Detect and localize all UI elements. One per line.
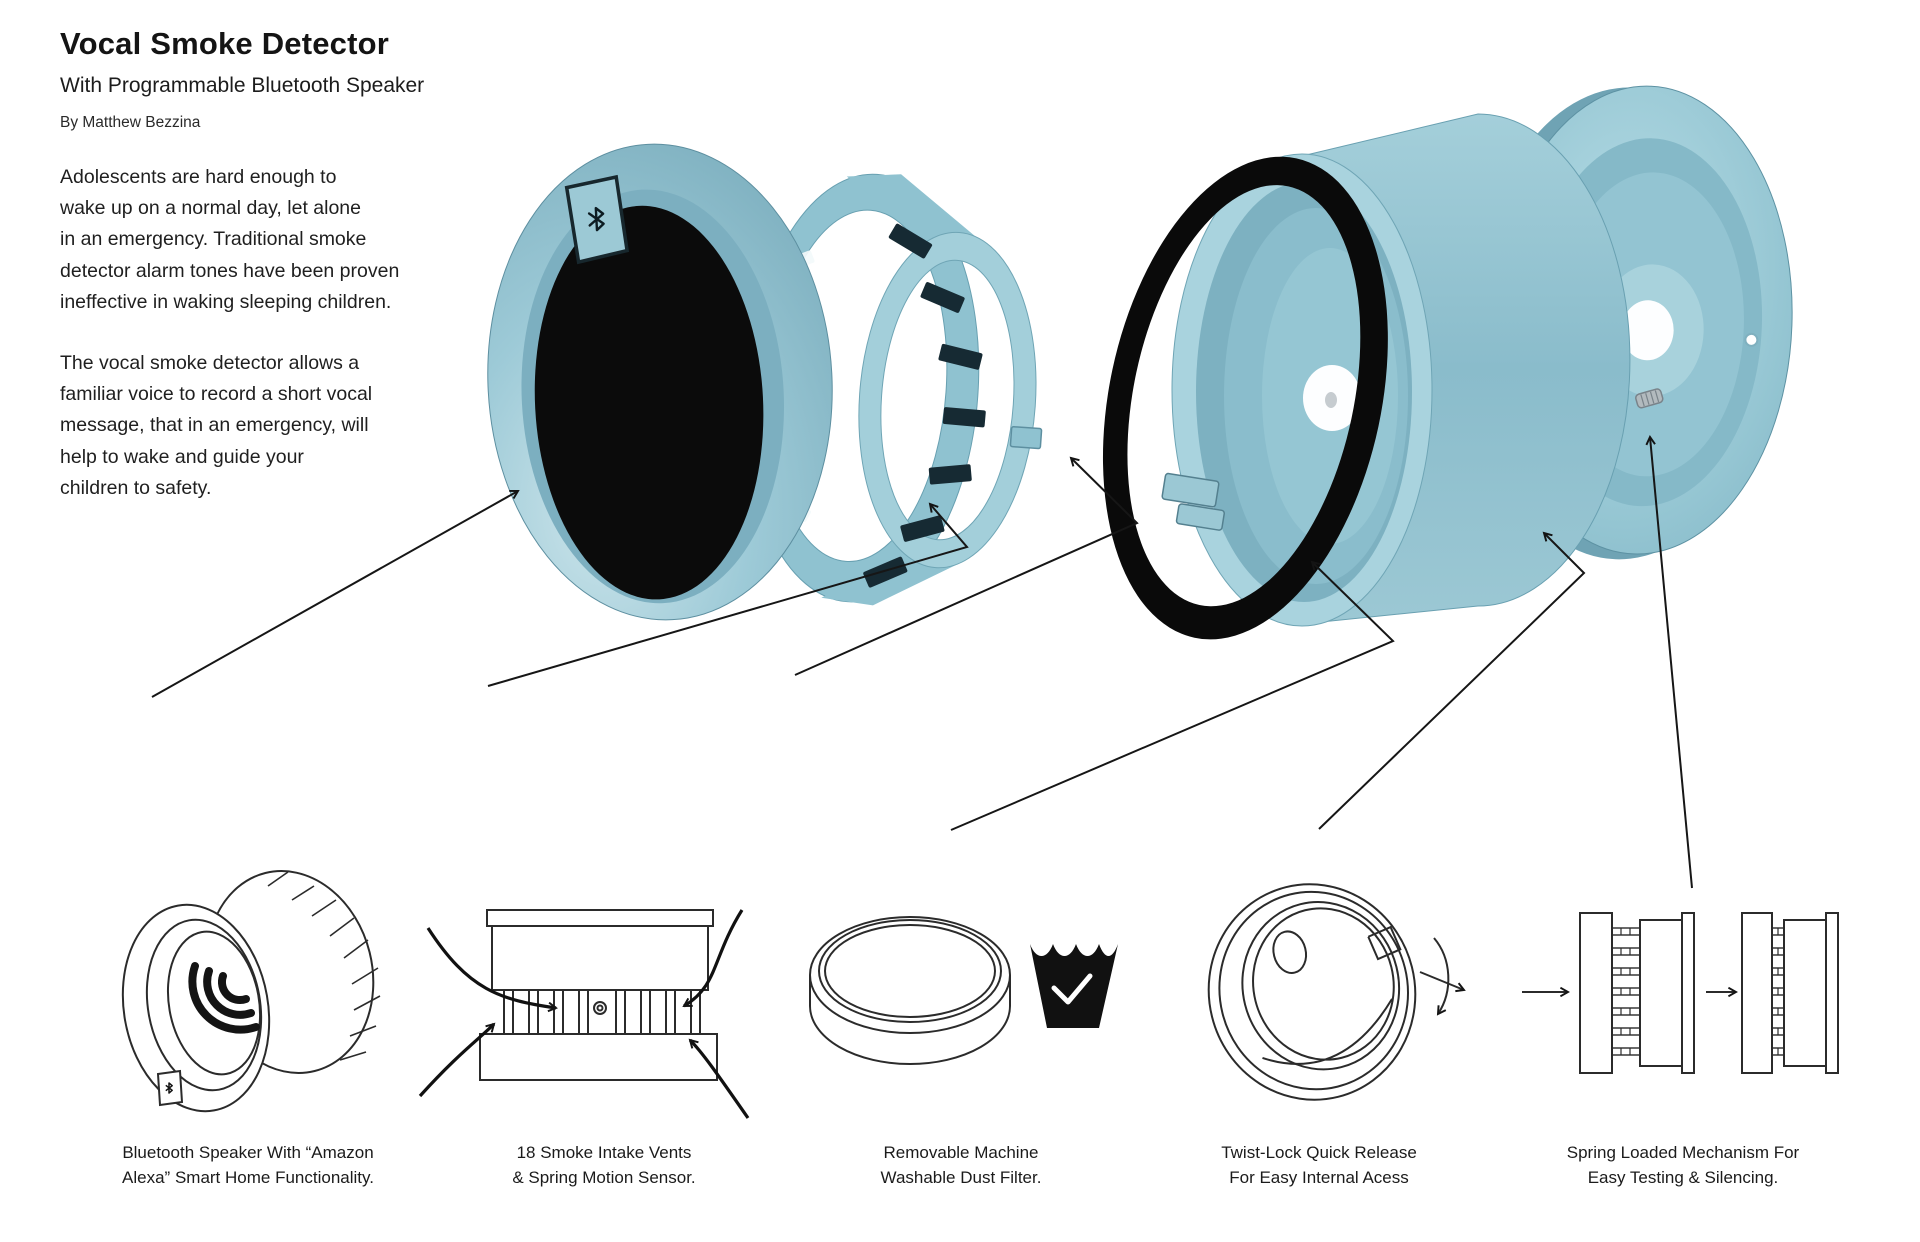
machine-washable-icon	[1030, 944, 1118, 1028]
page-title: Vocal Smoke Detector	[60, 26, 390, 61]
page-subtitle: With Programmable Bluetooth Speaker	[60, 74, 425, 97]
intro-paragraph-2: The vocal smoke detector allows a famili…	[60, 351, 373, 499]
caption-dust-filter: Removable Machine Washable Dust Filter.	[880, 1143, 1042, 1187]
speaker-vent-ribs	[267, 871, 381, 1061]
caption-smoke-vents: 18 Smoke Intake Vents & Spring Motion Se…	[512, 1143, 696, 1187]
illustration-twist-lock	[1207, 883, 1466, 1101]
spring-diagram-extended	[1579, 912, 1695, 1074]
caption-twist-lock: Twist-Lock Quick Release For Easy Intern…	[1221, 1143, 1417, 1187]
vent-posts	[503, 989, 701, 1035]
intro-paragraph-1: Adolescents are hard enough to wake up o…	[60, 166, 400, 313]
intro-text-block: Vocal Smoke Detector With Programmable B…	[60, 26, 520, 534]
sound-wave-arcs	[188, 962, 260, 1034]
part-front-bezel	[487, 143, 833, 621]
arrow-to-filter-ring	[794, 456, 1139, 676]
plate-center-hole	[1621, 300, 1674, 361]
vent-slots	[863, 223, 986, 588]
bluetooth-icon	[587, 206, 605, 232]
plate-mount-hole	[1744, 332, 1759, 347]
spring-diagram-compressed	[1741, 912, 1839, 1074]
arrow-to-body-lock	[1318, 531, 1586, 830]
spring-screw-icon	[1635, 388, 1664, 409]
illustration-dust-filter	[809, 916, 1118, 1065]
illustration-bluetooth-speaker	[121, 870, 381, 1113]
twist-lock-tab	[1161, 472, 1225, 531]
lock-hole	[1272, 930, 1308, 974]
caption-bluetooth-speaker: Bluetooth Speaker With “Amazon Alexa” Sm…	[122, 1143, 374, 1187]
author-byline: By Matthew Bezzina	[60, 114, 201, 131]
part-dust-filter-ring	[1102, 156, 1388, 640]
illustration-spring-mechanism	[1522, 912, 1839, 1074]
arrow-to-vent-ring	[487, 502, 969, 687]
arrow-to-back-screw	[1645, 435, 1693, 889]
speaker-face	[534, 205, 764, 600]
caption-spring-mechanism: Spring Loaded Mechanism For Easy Testing…	[1566, 1143, 1800, 1187]
lock-notch	[1367, 925, 1402, 961]
arrow-to-front-bezel	[151, 489, 520, 698]
twist-arrows	[1419, 937, 1466, 1016]
leader-arrows	[151, 435, 1693, 889]
bluetooth-icon-small	[165, 1082, 173, 1094]
arrow-to-main-body	[950, 560, 1395, 831]
smoke-flow-lines	[418, 909, 750, 1119]
illustration-smoke-vents	[418, 909, 750, 1119]
